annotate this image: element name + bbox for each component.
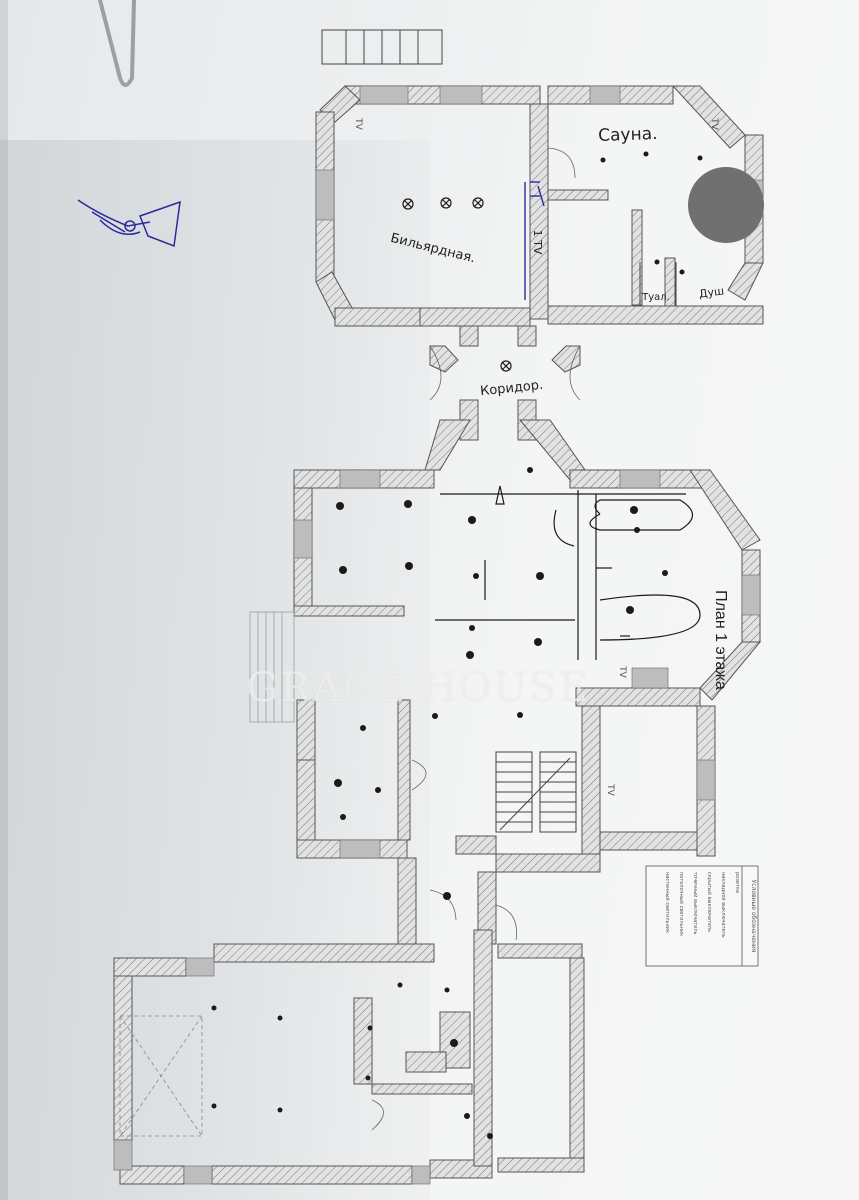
tv-handwritten-label: 1 TV xyxy=(531,230,544,255)
sauna-stove-icon xyxy=(688,167,764,243)
plan-title: План 1 этажа xyxy=(712,590,729,690)
title-block-table xyxy=(321,29,443,65)
handwritten-arrows xyxy=(435,485,701,660)
legend-box xyxy=(645,865,759,967)
tv-label-office: TV xyxy=(605,783,615,796)
legend-item: накладной выключатель xyxy=(720,872,727,938)
tv-label-billiard: TV xyxy=(353,117,363,130)
shower-partition xyxy=(639,262,677,306)
main-window-blocks xyxy=(293,469,761,859)
garage-window-blocks xyxy=(113,957,431,1185)
garage-walls xyxy=(113,929,585,1185)
shower-label: Душ xyxy=(698,284,725,300)
legend-item: скрытый выключатель xyxy=(706,872,713,932)
handwritten-partition xyxy=(524,181,545,300)
tv-label-sauna: TV xyxy=(709,117,719,130)
corridor-label: Коридор. xyxy=(479,378,543,400)
vestibule-walls xyxy=(397,857,497,945)
fixture-marks xyxy=(211,151,703,1139)
legend-heading: Условные обозначения xyxy=(750,880,757,953)
paper-clip-icon xyxy=(98,0,136,87)
legend-item: розетка xyxy=(734,872,740,893)
legend-item: точечный выключатель xyxy=(692,872,699,935)
tv-label-living: TV xyxy=(617,665,627,678)
legend-item: потолочный светильник xyxy=(678,872,685,936)
terrace-steps xyxy=(249,611,295,723)
legend-item: настенный светильник xyxy=(664,872,671,933)
billiard-room-label: Бильярдная. xyxy=(389,231,477,267)
door-swings xyxy=(371,147,581,1131)
sauna-room-label: Сауна. xyxy=(598,124,658,146)
ceiling-light-icons xyxy=(402,197,512,372)
small-room-label: Туал. xyxy=(641,292,670,303)
garage-bay-lines xyxy=(119,1015,203,1137)
handwritten-doodle-icon xyxy=(77,199,181,248)
staircase-icon xyxy=(495,751,577,833)
